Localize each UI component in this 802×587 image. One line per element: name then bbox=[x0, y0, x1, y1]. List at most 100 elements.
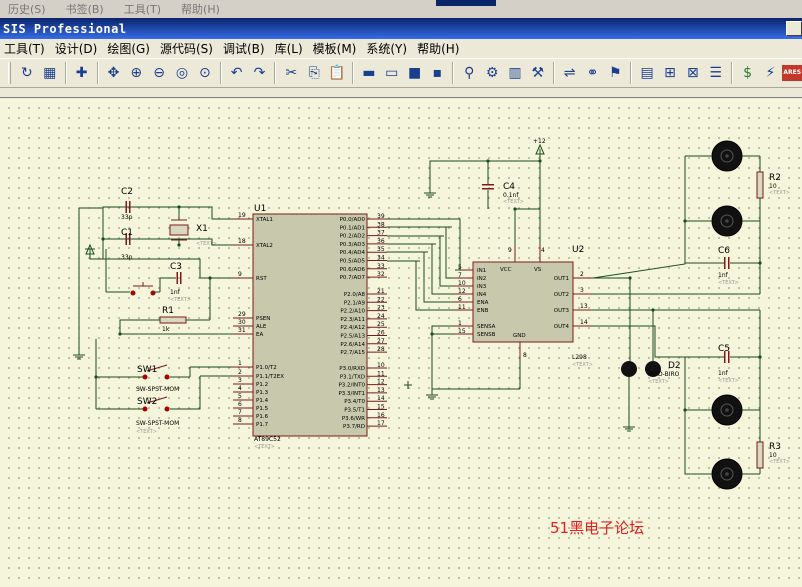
background-menu-item: 工具(T) bbox=[123, 3, 162, 16]
toolbar-grip[interactable] bbox=[8, 62, 11, 84]
c4-value: 0.1nf bbox=[503, 192, 519, 199]
u1-pin-number: 30 bbox=[238, 319, 246, 326]
u1-pin-label: XTAL2 bbox=[256, 243, 273, 249]
d2-text: <TEXT> bbox=[648, 379, 669, 385]
background-menu-item: 历史(S) bbox=[8, 3, 46, 16]
background-window-edge bbox=[436, 0, 496, 6]
u1-pin-number: 18 bbox=[238, 238, 246, 245]
c1-value: 33p bbox=[121, 254, 133, 261]
decompose-icon[interactable]: ⚒ bbox=[531, 65, 545, 81]
ares-icon[interactable]: ARES bbox=[782, 65, 802, 81]
title-bar[interactable]: SIS Professional bbox=[0, 18, 802, 39]
u1-pin-label: P0.4/AD4 bbox=[340, 250, 366, 256]
c4-plate bbox=[482, 184, 494, 186]
search-tag-icon[interactable]: ⚭ bbox=[586, 65, 599, 81]
u2-pin-label: ENA bbox=[477, 300, 489, 306]
crystal-x1 bbox=[169, 224, 189, 236]
menu-item[interactable]: 库(L) bbox=[274, 42, 303, 56]
c6-text: <TEXT> bbox=[718, 280, 739, 286]
wire bbox=[514, 208, 540, 245]
junction-dot bbox=[513, 207, 517, 211]
zoom-in-icon[interactable]: ⊕ bbox=[130, 65, 143, 81]
property-tool-icon[interactable]: ⚑ bbox=[609, 65, 622, 81]
refresh-icon[interactable]: ↻ bbox=[21, 65, 33, 81]
c3-plate bbox=[180, 272, 182, 284]
zoom-area-icon[interactable]: ⊙ bbox=[198, 65, 211, 81]
electrical-rule-check-icon[interactable]: $ bbox=[743, 65, 752, 81]
menu-item[interactable]: 设计(D) bbox=[54, 42, 98, 56]
menu-item[interactable]: 帮助(H) bbox=[417, 42, 460, 56]
junction-dot bbox=[651, 308, 655, 312]
menu-item[interactable]: 绘图(G) bbox=[107, 42, 150, 56]
block-rotate-icon[interactable]: ■ bbox=[407, 65, 422, 81]
make-device-icon[interactable]: ⚙ bbox=[485, 65, 499, 81]
c5-ref: C5 bbox=[718, 344, 730, 354]
menu-bar: 工具(T) 设计(D) 绘图(G) 源代码(S) 调试(B) 库(L) 模板(M) 系统(Y)… bbox=[0, 39, 802, 58]
toolbar: ↻ ▦ ✚ ✥ ⊕ ⊖ ◎ ⊙ ↶ ↷ ✂ ⎘ 📋 ▬ ▭ ■ ▪ ⚲ ⚙ ▥ ⚒ ⇌ ⚭ ⚑ ▤ ⊞ ⊠ ☰ $ ⚡ ARES bbox=[0, 58, 802, 88]
c6-ref: C6 bbox=[718, 246, 730, 256]
menu-item[interactable]: 源代码(S) bbox=[159, 42, 213, 56]
u1-pin-number: 17 bbox=[377, 420, 385, 427]
u1-pin-label: P1.2 bbox=[256, 382, 268, 388]
netlist-to-ares-icon[interactable]: ⚡ bbox=[765, 65, 776, 81]
u2-pin4: 4 bbox=[541, 247, 545, 254]
u1-pin-label: EA bbox=[256, 332, 263, 338]
menu-item[interactable]: 工具(T) bbox=[4, 42, 45, 56]
block-delete-icon[interactable]: ▪ bbox=[432, 65, 443, 81]
window-title: SIS Professional bbox=[3, 21, 127, 36]
bus-wire bbox=[387, 260, 455, 311]
u1-pin-label: P0.5/AD5 bbox=[340, 259, 366, 265]
u1-pin-label: P1.3 bbox=[256, 390, 269, 396]
paste-icon[interactable]: 📋 bbox=[328, 65, 346, 81]
zoom-all-icon[interactable]: ◎ bbox=[175, 65, 189, 81]
wire bbox=[592, 156, 686, 279]
wire bbox=[102, 206, 233, 259]
wire bbox=[119, 319, 233, 335]
bill-of-materials-icon[interactable]: ☰ bbox=[709, 65, 722, 81]
junction-dot bbox=[538, 159, 542, 163]
u1-pin-label: P0.3/AD3 bbox=[340, 242, 366, 248]
menu-item[interactable]: 系统(Y) bbox=[366, 42, 408, 56]
redo-icon[interactable]: ↷ bbox=[253, 65, 266, 81]
menu-item[interactable]: 模板(M) bbox=[312, 42, 357, 56]
u2-pin-number: 3 bbox=[580, 287, 584, 294]
wire bbox=[431, 325, 455, 389]
u2-vcc-label: VCC bbox=[500, 267, 512, 273]
cut-icon[interactable]: ✂ bbox=[285, 65, 298, 81]
vcc-arrow bbox=[535, 143, 545, 155]
u2-part: L298 bbox=[572, 354, 587, 361]
schematic-drawing[interactable]: U1AT89C52<TEXT>19XTAL118XTAL29RST29PSEN3… bbox=[0, 99, 802, 587]
vcc-label: +12 bbox=[533, 138, 546, 145]
menu-item[interactable]: 调试(B) bbox=[222, 42, 265, 56]
grid-icon[interactable]: ▦ bbox=[43, 65, 57, 81]
remove-sheet-icon[interactable]: ⊞ bbox=[664, 65, 676, 81]
block-copy-icon[interactable]: ▬ bbox=[362, 65, 376, 81]
zoom-out-icon[interactable]: ⊖ bbox=[153, 65, 165, 81]
packaging-icon[interactable]: ▥ bbox=[508, 65, 522, 81]
pick-device-icon[interactable]: ⚲ bbox=[464, 65, 475, 81]
u2-pin-label: IN1 bbox=[477, 268, 486, 274]
x1-ref: X1 bbox=[196, 224, 208, 234]
toolbar-separator bbox=[64, 62, 67, 84]
block-move-icon[interactable]: ▭ bbox=[385, 65, 399, 81]
copy-icon[interactable]: ⎘ bbox=[308, 65, 320, 81]
r3-ref: R3 bbox=[769, 442, 781, 452]
netlist-icon[interactable]: ⊠ bbox=[686, 65, 699, 81]
r3-body bbox=[756, 441, 764, 469]
u2-pin-number: 6 bbox=[458, 296, 462, 303]
pan-icon[interactable]: ✥ bbox=[107, 65, 120, 81]
u2-pin-label: IN3 bbox=[477, 284, 487, 290]
r3-text: <TEXT> bbox=[769, 459, 790, 465]
u1-pin-label: P3.6/WR bbox=[342, 416, 365, 422]
undo-icon[interactable]: ↶ bbox=[230, 65, 243, 81]
window-control-button[interactable] bbox=[786, 21, 802, 36]
origin-icon[interactable]: ✚ bbox=[75, 65, 88, 81]
u1-pin-number: 7 bbox=[238, 409, 242, 416]
c2-plate bbox=[125, 201, 127, 213]
new-sheet-icon[interactable]: ▤ bbox=[640, 65, 654, 81]
bus-wire bbox=[387, 243, 455, 295]
u1-pin-number: 33 bbox=[377, 263, 385, 270]
wire-autorouter-icon[interactable]: ⇌ bbox=[563, 65, 576, 81]
c5-plate bbox=[724, 351, 726, 363]
